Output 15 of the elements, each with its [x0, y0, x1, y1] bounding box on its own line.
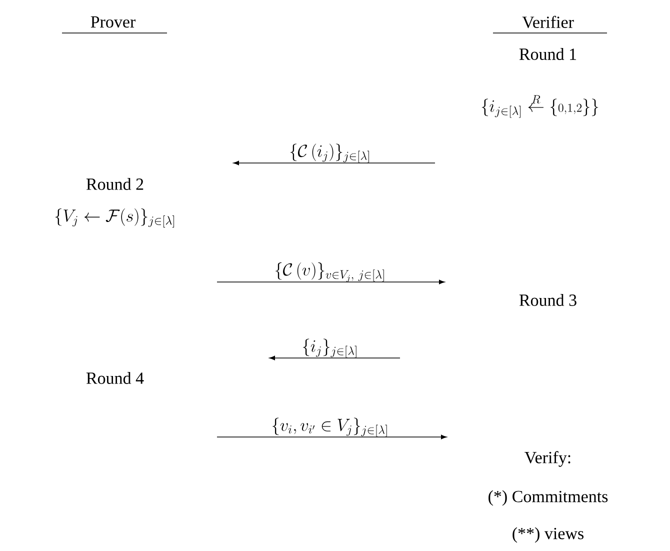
step-label: (**) views — [512, 527, 584, 543]
column-heading: Verifier — [522, 16, 574, 28]
formula: $\{V_j\leftarrow\mathcal{F}(s)\}_{j\in[\lambda]}$ — [55, 208, 174, 228]
step-label: Round 4 — [86, 372, 144, 384]
message-label: $\{\mathcal{C}\left(v\right)\}_{v\in V_j,\ j\in[\lambda]}$ — [275, 262, 384, 282]
step-label: Round 2 — [86, 178, 144, 190]
formula: $\{i_{j\in[\lambda]}\stackrel{R}{\leftarrow}\{{\scriptstyle 0,1,2}\}\}$ — [482, 95, 598, 118]
step-label: Round 3 — [519, 294, 576, 306]
step-label: (*) Commitments — [488, 490, 608, 506]
step-label: Verify: — [524, 451, 570, 467]
message-label: $\{\mathcal{C}\left(i_j\right)\}_{j\in[\lambda]}$ — [290, 144, 369, 163]
message-label: $\{i_j\}_{j\in[\lambda]}$ — [303, 338, 356, 358]
column-heading: Prover — [90, 16, 136, 28]
message-label: $\{v_i, v_{i'}\in V_j\}_{j\in[\lambda]}$ — [272, 418, 387, 437]
step-label: Round 1 — [519, 48, 576, 60]
